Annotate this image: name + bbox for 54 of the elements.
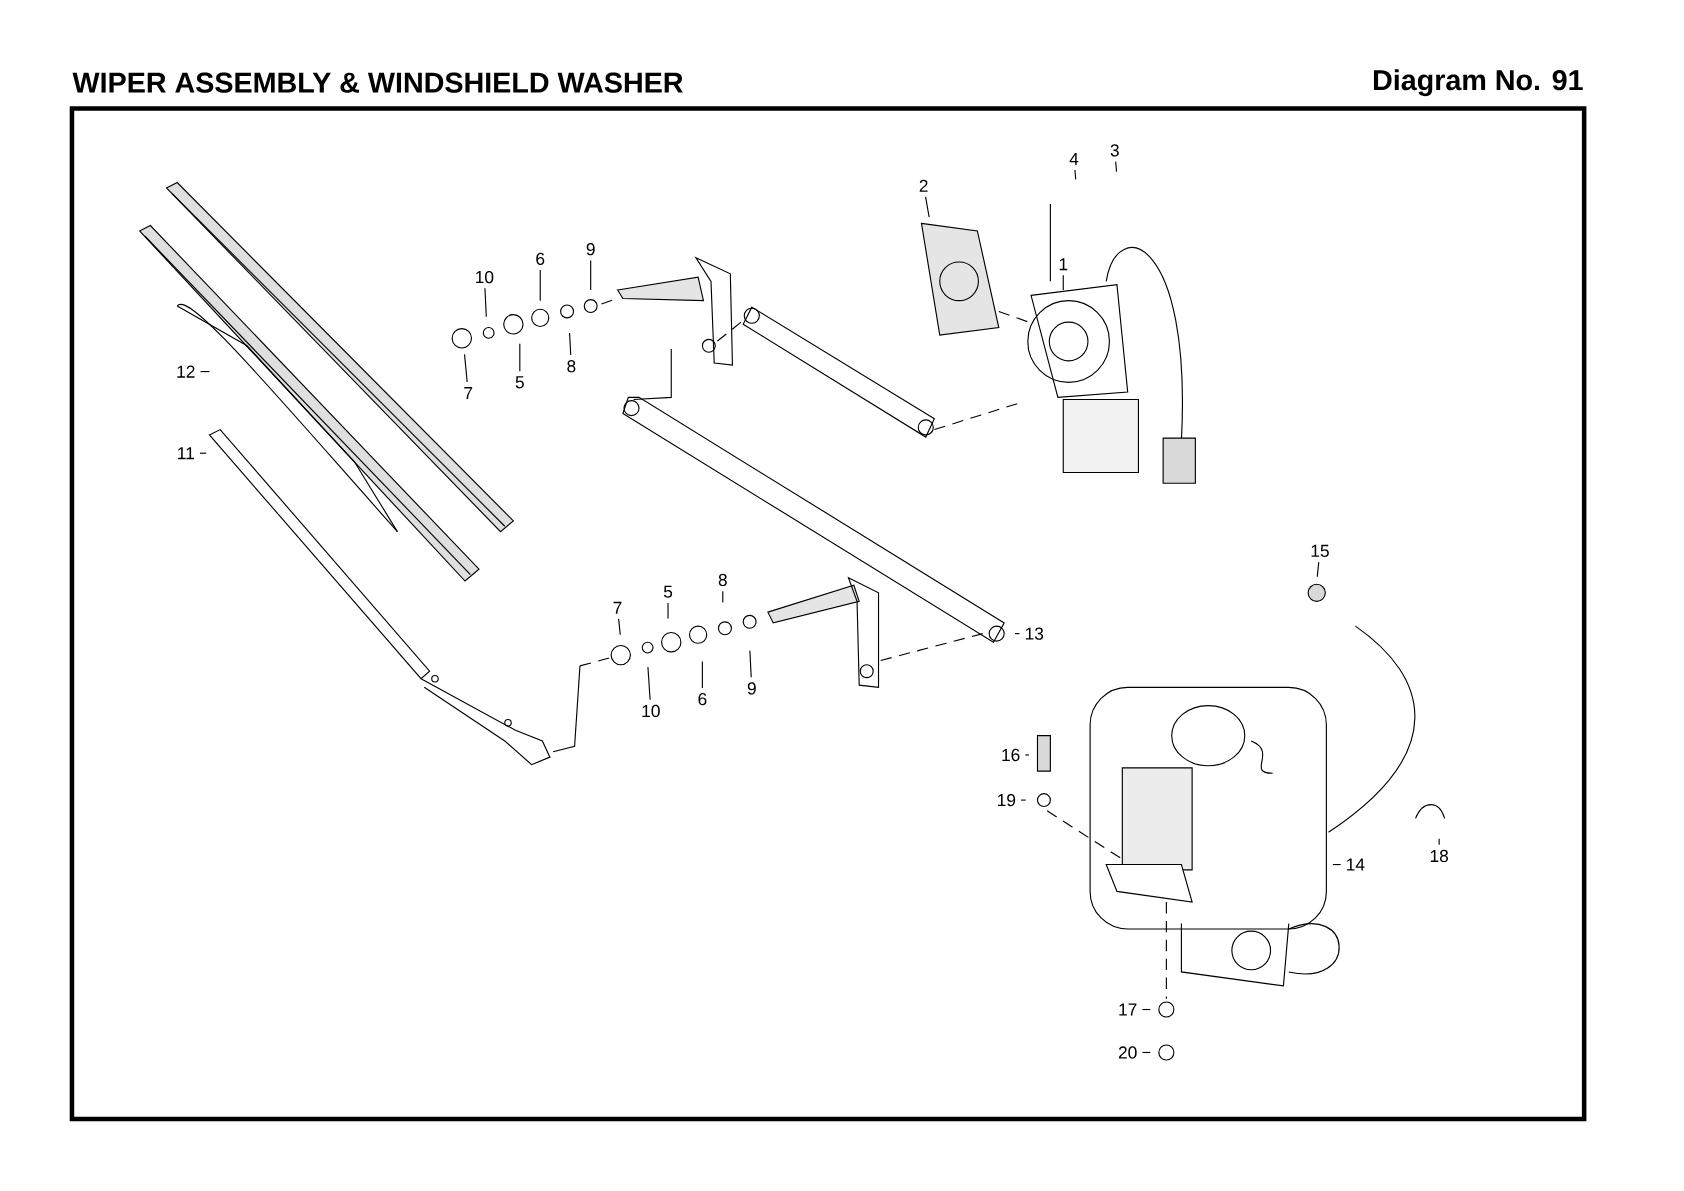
callout-number: 5 bbox=[663, 585, 673, 598]
leader-line bbox=[1074, 169, 1077, 180]
leader-line bbox=[701, 660, 703, 689]
leader-line bbox=[667, 602, 669, 620]
callout-number: 2 bbox=[919, 179, 928, 192]
callout-number: 9 bbox=[586, 242, 595, 256]
callout-number: 8 bbox=[567, 360, 576, 373]
callout-number: 14 bbox=[1347, 858, 1365, 871]
callout-number: 16 bbox=[1002, 748, 1020, 762]
leader-line bbox=[200, 371, 210, 373]
leader-line bbox=[1062, 274, 1064, 291]
leader-line bbox=[199, 452, 207, 454]
callout-number: 19 bbox=[998, 793, 1016, 807]
callout-number: 1 bbox=[1059, 258, 1068, 271]
callout-number: 7 bbox=[464, 387, 473, 399]
callout-number: 17 bbox=[1119, 1003, 1137, 1016]
leader-line bbox=[1141, 1008, 1151, 1011]
leader-line bbox=[1141, 1051, 1151, 1054]
leader-line bbox=[925, 196, 930, 218]
leader-line bbox=[618, 618, 621, 636]
diagram-number: Diagram No. 91 bbox=[1373, 69, 1583, 97]
callout-number: 3 bbox=[1110, 144, 1119, 157]
callout-number: 15 bbox=[1311, 544, 1329, 557]
leader-line bbox=[647, 666, 651, 701]
leader-line bbox=[463, 353, 468, 383]
leader-line bbox=[484, 287, 487, 318]
callout-number: 20 bbox=[1118, 1046, 1137, 1059]
leader-line bbox=[1332, 863, 1342, 866]
callout-number: 4 bbox=[1069, 152, 1079, 165]
leader-line bbox=[1316, 561, 1320, 578]
callout-number: 7 bbox=[613, 601, 622, 614]
callout-number: 9 bbox=[747, 682, 756, 695]
callout-number: 13 bbox=[1025, 627, 1044, 640]
leader-line bbox=[722, 590, 724, 604]
callout-number: 6 bbox=[698, 692, 707, 706]
leader-line bbox=[590, 259, 592, 291]
leader-line bbox=[1014, 633, 1021, 635]
callout-number: 10 bbox=[642, 704, 660, 718]
callout-number: 12 bbox=[177, 365, 195, 378]
leader-line bbox=[569, 332, 572, 356]
leader-line bbox=[1024, 754, 1030, 756]
callout-number: 11 bbox=[178, 447, 194, 460]
callout-number: 18 bbox=[1430, 849, 1449, 863]
callout-number: 10 bbox=[476, 270, 494, 284]
leader-line bbox=[539, 269, 541, 302]
callout-number: 8 bbox=[718, 573, 727, 587]
leader-line bbox=[1438, 838, 1440, 846]
title: WIPER ASSEMBLY & WINDSHIELD WASHER bbox=[72, 72, 683, 93]
leader-line bbox=[1020, 799, 1027, 801]
callout-number: 6 bbox=[536, 252, 545, 265]
leader-line bbox=[749, 650, 752, 678]
leader-line bbox=[1115, 161, 1118, 173]
callout-number: 5 bbox=[515, 376, 524, 389]
leader-line bbox=[519, 343, 521, 372]
